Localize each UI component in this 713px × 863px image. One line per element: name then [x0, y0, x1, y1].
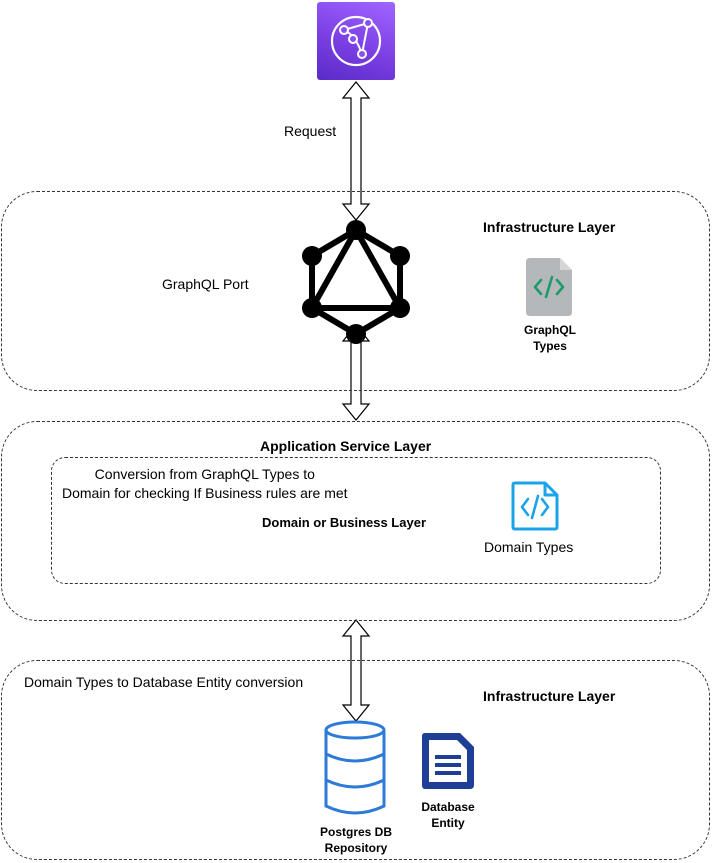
- infrastructure-layer-top-title: Infrastructure Layer: [483, 219, 616, 235]
- application-service-layer: [1, 421, 710, 621]
- application-service-layer-title: Application Service Layer: [260, 438, 432, 454]
- graphql-port-label: GraphQL Port: [162, 276, 249, 292]
- conversion-text: Conversion from GraphQL Types to Domain …: [62, 465, 348, 503]
- postgres-db-label: Postgres DB Repository: [306, 824, 406, 856]
- postgres-db-label-line2: Repository: [324, 841, 388, 855]
- conversion-text-line2: Domain for checking If Business rules ar…: [62, 485, 348, 501]
- database-icon: [324, 720, 386, 815]
- postgres-db-label-line1: Postgres DB: [319, 825, 393, 839]
- domain-layer-box: [51, 457, 661, 584]
- domain-code-icon: [511, 481, 559, 531]
- request-label: Request: [284, 123, 337, 139]
- infrastructure-layer-top: [1, 191, 710, 391]
- infrastructure-layer-bottom-title: Infrastructure Layer: [483, 688, 616, 704]
- domain-layer-title: Domain or Business Layer: [262, 515, 426, 530]
- infrastructure-layer-bottom: [1, 660, 710, 860]
- domain-types-label: Domain Types: [484, 539, 574, 555]
- database-entity-label-line1: Database: [421, 800, 475, 814]
- graphql-types-label: GraphQL Types: [500, 322, 600, 354]
- conversion-text-line1: Conversion from GraphQL Types to: [94, 466, 315, 482]
- graphql-types-label-line2: Types: [533, 339, 567, 353]
- appsync-service-icon: [317, 2, 395, 80]
- db-conversion-label: Domain Types to Database Entity conversi…: [24, 674, 304, 690]
- document-icon: [422, 733, 474, 789]
- graphql-types-label-line1: GraphQL: [523, 323, 576, 337]
- appsync-glyph: [330, 15, 382, 67]
- database-entity-label-line2: Entity: [431, 816, 465, 830]
- code-file-icon: [526, 258, 572, 316]
- database-entity-label: Database Entity: [398, 799, 498, 831]
- graphql-icon: [302, 220, 410, 344]
